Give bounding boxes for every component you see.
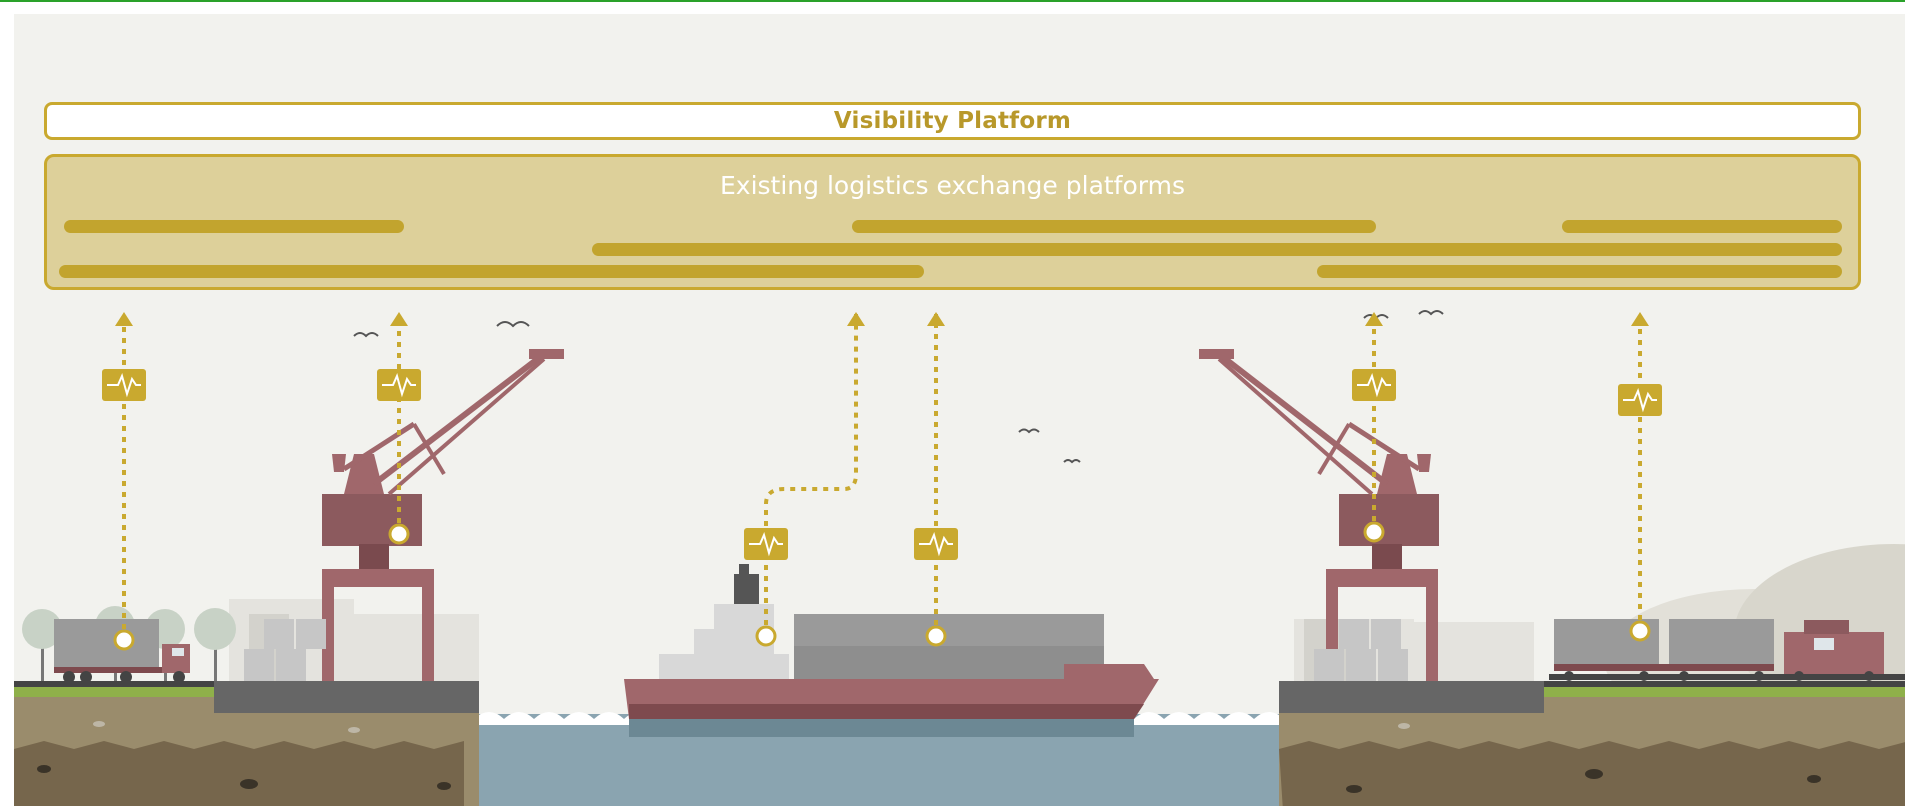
visibility-platform-bar: Visibility Platform [44,102,1861,140]
freight-train [1549,619,1905,681]
platform-stripe [852,220,1376,233]
arrowheads [115,312,1649,326]
platform-stripe [592,243,1842,256]
top-border [0,0,1905,4]
truck [54,619,190,683]
stacked-crates-right [1314,619,1408,681]
heartbeat-pulse-icon [102,369,1662,560]
platform-stripe [59,265,924,278]
platform-stripe [1317,265,1842,278]
right-ground [1279,681,1905,806]
crane-left [322,349,564,681]
exchange-platforms-box: Existing logistics exchange platforms [44,154,1861,290]
exchange-platforms-title: Existing logistics exchange platforms [719,171,1185,200]
sensor-nodes [113,521,1651,651]
container-ship [624,564,1159,737]
left-ground [14,681,479,806]
platform-stripe [64,220,404,233]
platform-stripe [1562,220,1842,233]
port-scene: Visibility Platform Existing logistics e… [14,14,1905,806]
seagull-icon [353,310,1444,464]
visibility-platform-title: Visibility Platform [833,108,1072,134]
stacked-crates-left [244,619,326,681]
port-illustration [14,310,1905,806]
crane-right [1199,349,1439,681]
data-connectors [122,314,1642,640]
